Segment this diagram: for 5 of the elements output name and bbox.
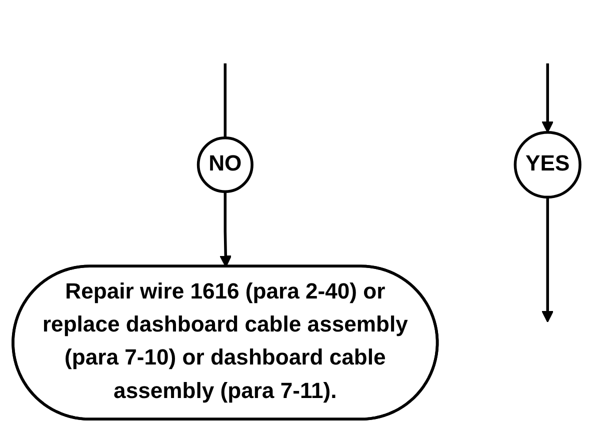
decision-circle: NO [196, 136, 254, 194]
arrow [542, 198, 554, 323]
decision-circle: YES [514, 131, 582, 199]
arrow [542, 64, 554, 134]
action-box: Repair wire 1616 (para 2-40) or replace dashboard cable assembly (para 7-10) or dashboard cable assembly (para 7-11). [12, 265, 439, 421]
